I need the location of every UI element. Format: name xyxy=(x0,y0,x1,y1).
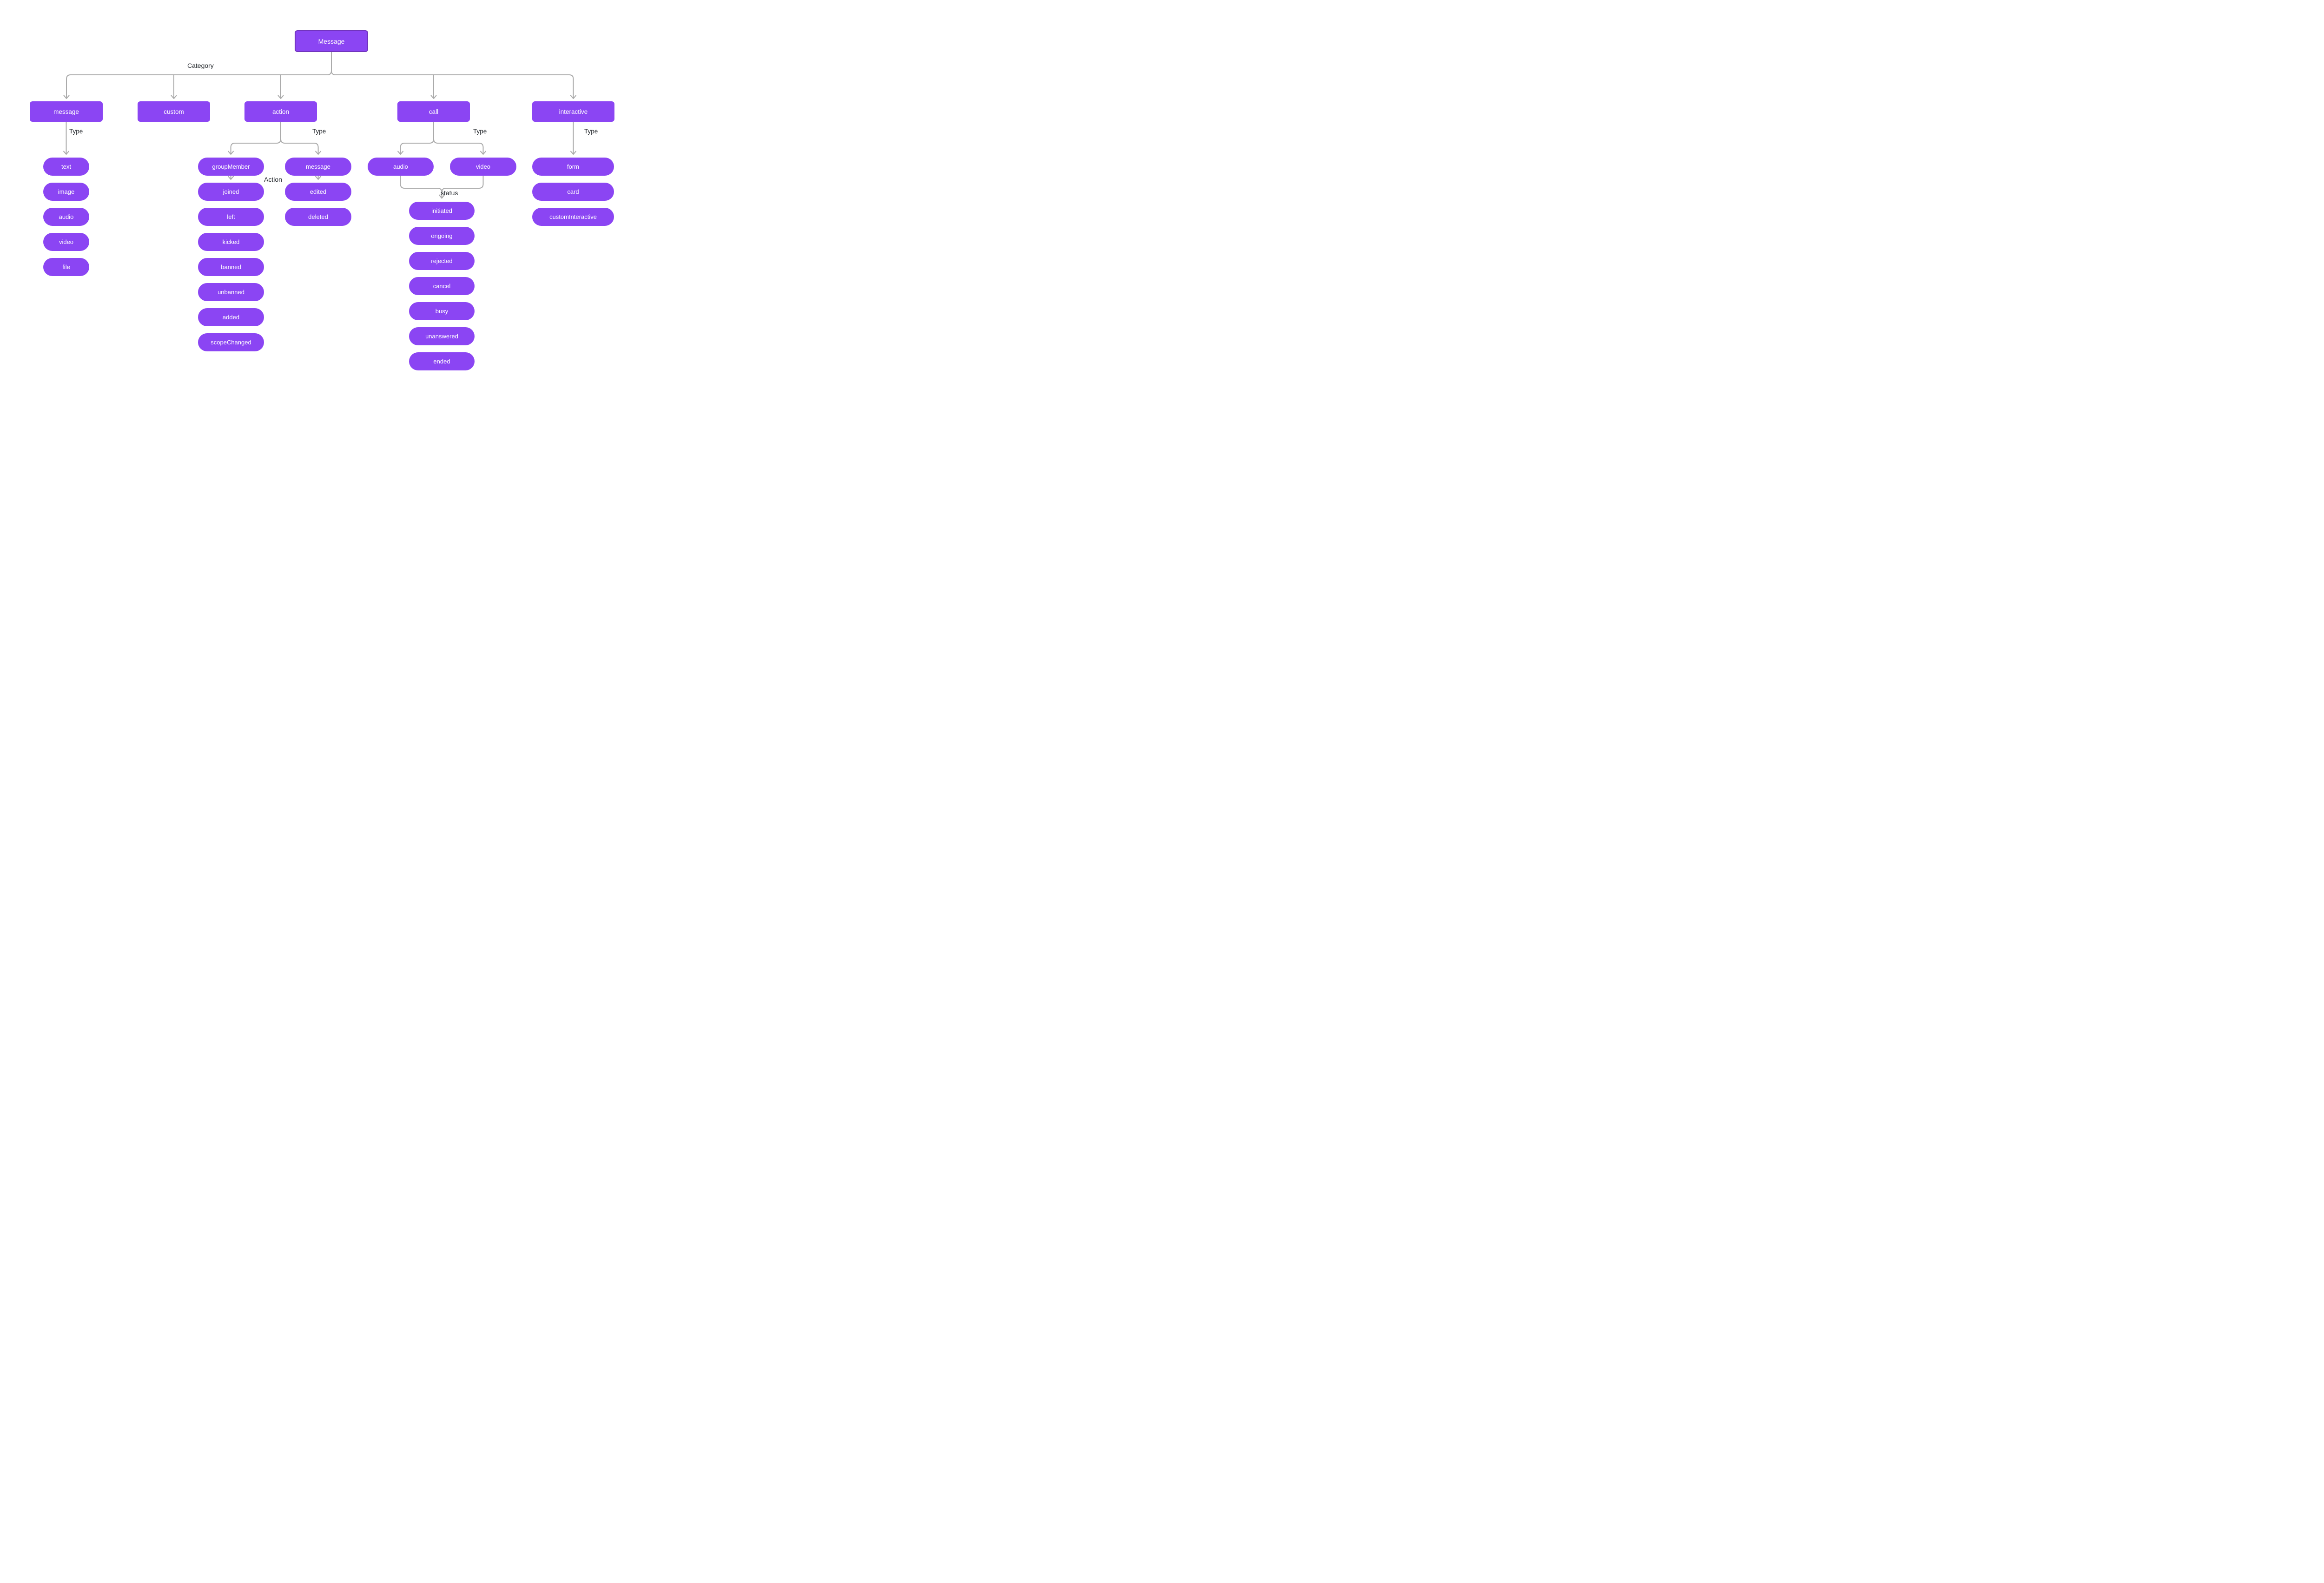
node-category-call: call xyxy=(397,101,470,122)
node-action-kicked: kicked xyxy=(198,233,264,251)
node-action-joined: joined xyxy=(198,183,264,201)
node-type-file: file xyxy=(43,258,89,276)
edge-call-to-video xyxy=(433,121,486,155)
node-status-unanswered: unanswered xyxy=(409,327,475,345)
edge-audio-to-status xyxy=(400,175,445,199)
label-status: status xyxy=(441,189,458,197)
node-category-message: message xyxy=(30,101,103,122)
node-interactive-custominteractive: customInteractive xyxy=(532,208,614,226)
label-type-action: Type xyxy=(312,128,326,135)
node-status-cancel: cancel xyxy=(409,277,475,295)
node-action-scopechanged: scopeChanged xyxy=(198,333,264,351)
node-root-message: Message xyxy=(295,30,368,52)
node-category-interactive: interactive xyxy=(532,101,614,122)
node-category-action: action xyxy=(244,101,317,122)
node-action-added: added xyxy=(198,308,264,326)
label-category: Category xyxy=(187,62,214,69)
node-status-ongoing: ongoing xyxy=(409,227,475,245)
node-status-ended: ended xyxy=(409,352,475,370)
node-type-text: text xyxy=(43,158,89,176)
node-action-groupmember: groupMember xyxy=(198,158,264,176)
node-action-message: message xyxy=(285,158,351,176)
edge-groupmember-to-joined xyxy=(228,175,234,180)
node-type-image: image xyxy=(43,183,89,201)
label-type-interactive: Type xyxy=(584,128,598,135)
node-call-video: video xyxy=(450,158,516,176)
edge-message-to-edited xyxy=(315,175,322,180)
label-action: Action xyxy=(264,176,282,183)
edge-message-to-text xyxy=(63,121,69,155)
node-type-audio: audio xyxy=(43,208,89,226)
node-status-busy: busy xyxy=(409,302,475,320)
label-type-call: Type xyxy=(473,128,487,135)
node-category-custom: custom xyxy=(138,101,210,122)
label-type-message: Type xyxy=(69,128,83,135)
node-interactive-form: form xyxy=(532,158,614,176)
node-action-unbanned: unbanned xyxy=(198,283,264,301)
edge-root-to-message xyxy=(63,52,332,99)
edge-root-to-call xyxy=(430,74,437,99)
node-status-initiated: initiated xyxy=(409,202,475,220)
node-action-edited: edited xyxy=(285,183,351,201)
node-interactive-card: card xyxy=(532,183,614,201)
node-action-left: left xyxy=(198,208,264,226)
edge-root-to-custom xyxy=(171,74,177,99)
diagram-canvas: Category Type Type Type Type Action stat… xyxy=(0,0,636,396)
edge-root-to-action xyxy=(277,74,284,99)
edge-call-to-audio xyxy=(397,121,434,155)
node-action-banned: banned xyxy=(198,258,264,276)
edge-root-to-interactive xyxy=(331,52,576,99)
edge-action-to-message xyxy=(280,121,322,155)
node-action-deleted: deleted xyxy=(285,208,351,226)
node-type-video: video xyxy=(43,233,89,251)
edge-interactive-to-form xyxy=(570,121,576,155)
node-status-rejected: rejected xyxy=(409,252,475,270)
edge-action-to-groupmember xyxy=(228,121,281,155)
node-call-audio: audio xyxy=(368,158,434,176)
